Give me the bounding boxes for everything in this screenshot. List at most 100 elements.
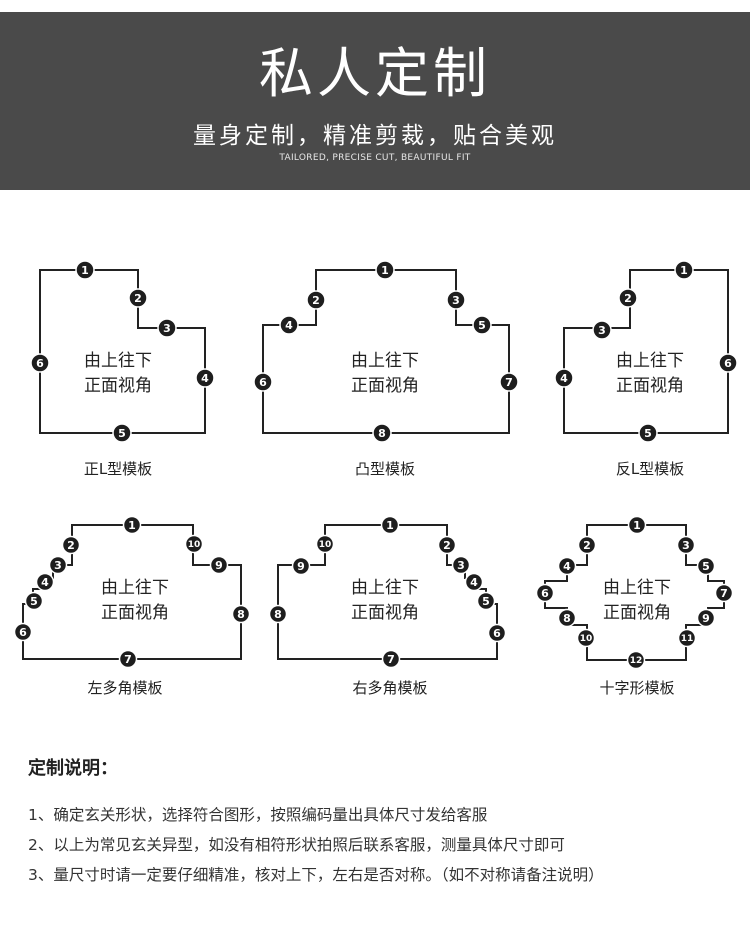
measure-marker: 1 — [375, 260, 395, 280]
diagram-center-line2: 正面视角 — [616, 376, 684, 396]
svg-text:5: 5 — [482, 595, 490, 608]
measure-marker: 4 — [464, 572, 484, 592]
measure-marker: 3 — [676, 535, 696, 555]
measure-marker: 1 — [674, 260, 694, 280]
diagram-label: 左多角模板 — [87, 679, 162, 697]
template-diagrams: 由上往下 正面视角 正L型模板 1 2 3 4 5 6 由上往下 正面视角 凸型… — [13, 260, 738, 698]
measure-marker: 2 — [577, 535, 597, 555]
measure-marker: 4 — [554, 368, 574, 388]
measure-marker: 3 — [451, 555, 471, 575]
svg-text:3: 3 — [452, 294, 460, 307]
measure-marker: 2 — [61, 535, 81, 555]
svg-text:8: 8 — [563, 612, 571, 625]
measure-marker: 3 — [592, 320, 612, 340]
measure-marker: 8 — [557, 608, 577, 628]
measure-marker: 10 — [576, 628, 596, 648]
diagram-center-line1: 由上往下 — [101, 578, 169, 598]
page-subtitle: 量身定制，精准剪裁，贴合美观 — [193, 123, 557, 149]
diagram-you-duojiao[interactable]: 由上往下 正面视角 右多角模板 1 2 3 4 5 6 7 8 9 10 — [268, 515, 507, 698]
svg-text:1: 1 — [381, 264, 389, 277]
measure-marker: 2 — [128, 288, 148, 308]
svg-text:1: 1 — [680, 264, 688, 277]
svg-text:2: 2 — [67, 539, 75, 552]
svg-text:6: 6 — [19, 626, 27, 639]
svg-text:1: 1 — [128, 519, 136, 532]
measure-marker: 2 — [437, 535, 457, 555]
measure-marker: 9 — [209, 555, 229, 575]
measure-marker: 6 — [718, 353, 738, 373]
measure-marker: 4 — [557, 556, 577, 576]
svg-text:3: 3 — [54, 559, 62, 572]
measure-marker: 3 — [157, 318, 177, 338]
measure-marker: 5 — [24, 591, 44, 611]
measure-marker: 6 — [30, 353, 50, 373]
svg-text:6: 6 — [541, 587, 549, 600]
svg-text:9: 9 — [702, 612, 710, 625]
svg-text:5: 5 — [118, 427, 126, 440]
measure-marker: 12 — [626, 650, 646, 670]
measure-marker: 7 — [714, 583, 734, 603]
instructions-heading: 定制说明： — [28, 758, 118, 779]
measure-marker: 7 — [499, 372, 519, 392]
diagram-zheng-l[interactable]: 由上往下 正面视角 正L型模板 1 2 3 4 5 6 — [30, 260, 215, 478]
svg-text:6: 6 — [259, 376, 267, 389]
measure-marker: 11 — [677, 628, 697, 648]
diagram-shizi[interactable]: 由上往下 正面视角 十字形模板 1 2 3 4 5 6 7 8 9 10 11 … — [535, 515, 734, 698]
diagram-label: 正L型模板 — [84, 460, 152, 478]
svg-text:7: 7 — [505, 376, 513, 389]
diagram-outline — [563, 269, 729, 434]
svg-text:1: 1 — [386, 519, 394, 532]
measure-marker: 4 — [279, 315, 299, 335]
svg-text:4: 4 — [560, 372, 568, 385]
svg-text:8: 8 — [237, 608, 245, 621]
svg-text:7: 7 — [720, 587, 728, 600]
diagram-tu[interactable]: 由上往下 正面视角 凸型模板 1 2 3 4 5 6 7 8 — [253, 260, 519, 478]
diagram-zuo-duojiao[interactable]: 由上往下 正面视角 左多角模板 1 2 3 4 5 6 7 8 9 10 — [13, 515, 251, 698]
measure-marker: 1 — [627, 515, 647, 535]
custom-instructions: 定制说明： 1、确定玄关形状，选择符合图形，按照编码量出具体尺寸发给客服 2、以… — [28, 756, 728, 890]
measure-marker: 3 — [446, 290, 466, 310]
svg-text:7: 7 — [387, 653, 395, 666]
measure-marker: 5 — [472, 315, 492, 335]
measure-marker: 4 — [35, 572, 55, 592]
diagram-center-line1: 由上往下 — [603, 578, 671, 598]
measure-marker: 9 — [696, 608, 716, 628]
diagram-label: 凸型模板 — [355, 460, 415, 478]
svg-text:8: 8 — [274, 608, 282, 621]
measure-marker: 6 — [535, 583, 555, 603]
svg-text:9: 9 — [215, 559, 223, 572]
svg-text:5: 5 — [30, 595, 38, 608]
measure-marker: 8 — [268, 604, 288, 624]
svg-text:3: 3 — [682, 539, 690, 552]
svg-text:5: 5 — [702, 560, 710, 573]
diagram-center-line1: 由上往下 — [616, 351, 684, 371]
measure-marker: 10 — [184, 534, 204, 554]
svg-text:6: 6 — [724, 357, 732, 370]
diagram-center-line2: 正面视角 — [351, 603, 419, 623]
measure-marker: 2 — [306, 290, 326, 310]
svg-text:10: 10 — [319, 540, 332, 550]
page-subtitle-english: TAILORED, PRECISE CUT, BEAUTIFUL FIT — [279, 153, 471, 163]
diagram-center-line2: 正面视角 — [351, 376, 419, 396]
measure-marker: 10 — [315, 534, 335, 554]
measure-marker: 6 — [13, 622, 33, 642]
diagram-center-line2: 正面视角 — [101, 603, 169, 623]
measure-marker: 5 — [696, 556, 716, 576]
svg-text:1: 1 — [81, 264, 89, 277]
svg-text:2: 2 — [134, 292, 142, 305]
measure-marker: 1 — [380, 515, 400, 535]
diagram-center-line2: 正面视角 — [84, 376, 152, 396]
svg-text:4: 4 — [41, 576, 49, 589]
diagram-outline — [39, 269, 206, 434]
measure-marker: 8 — [231, 604, 251, 624]
diagram-fan-l[interactable]: 由上往下 正面视角 反L型模板 1 2 3 4 5 6 — [554, 260, 738, 478]
measure-marker: 7 — [118, 649, 138, 669]
svg-text:12: 12 — [630, 656, 643, 666]
svg-text:3: 3 — [163, 322, 171, 335]
measure-marker: 7 — [381, 649, 401, 669]
svg-text:10: 10 — [580, 634, 593, 644]
diagram-label: 十字形模板 — [599, 679, 674, 697]
svg-text:6: 6 — [36, 357, 44, 370]
svg-text:8: 8 — [378, 427, 386, 440]
svg-text:2: 2 — [443, 539, 451, 552]
